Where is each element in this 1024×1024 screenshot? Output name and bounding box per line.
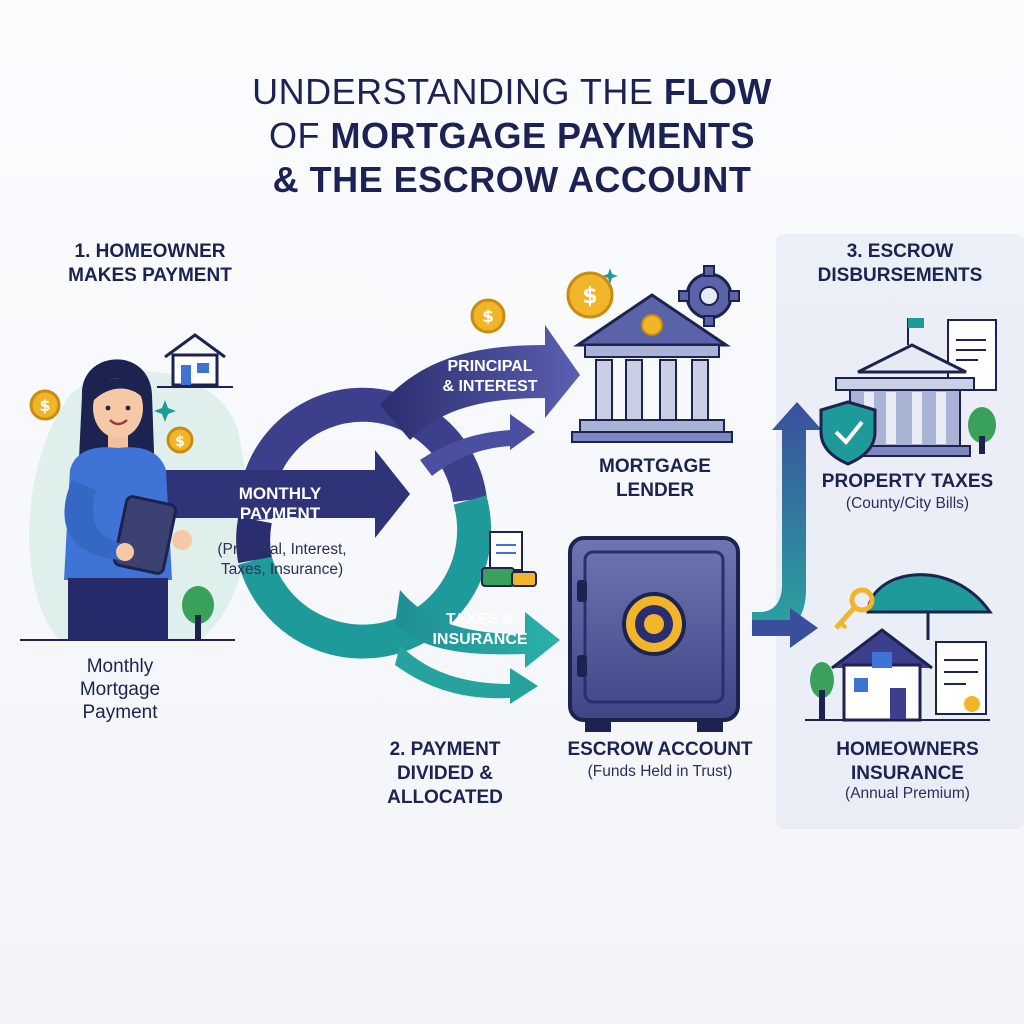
bank-icon: $ [566,271,733,443]
mortgage-lender-label: MORTGAGE LENDER [599,456,711,501]
principal-interest-label: PRINCIPAL & INTEREST [442,358,538,395]
escrow-to-insurance-arrow [752,608,818,648]
page-title: UNDERSTANDING THE FLOW OF MORTGAGE PAYME… [252,71,772,200]
svg-text:$: $ [582,284,597,309]
sparkle-icon [154,400,176,422]
gear-icon [678,265,740,327]
monthly-payment-arrow [160,450,410,538]
svg-text:$: $ [482,307,494,327]
homeowners-insurance-detail: (Annual Premium) [845,785,970,802]
escrow-account-label: ESCROW ACCOUNT [567,739,753,760]
homeowner-figure [64,359,192,640]
key-icon [834,587,875,630]
step-3-label: 3. ESCROW DISBURSEMENTS [817,241,983,286]
homeowners-insurance-label: HOMEOWNERS INSURANCE [836,739,979,784]
escrow-account-detail: (Funds Held in Trust) [587,763,733,780]
svg-text:$: $ [39,396,50,415]
escrow-to-taxes-arrow [752,402,822,636]
step-2-label: 2. PAYMENT DIVIDED & ALLOCATED [387,739,503,808]
property-taxes-label: PROPERTY TAXES [821,471,994,492]
principal-interest-arrow [380,325,580,440]
shield-check-icon [819,400,877,466]
monthly-payment-detail: (Principal, Interest, Taxes, Insurance) [217,541,347,578]
homeowner-caption: Monthly Mortgage Payment [79,656,161,723]
tree-icon [182,586,214,640]
document-icon [481,531,537,587]
taxes-insurance-arrow [395,590,560,668]
coin-icon: $ $ $ [29,298,506,454]
property-taxes-detail: (County/City Bills) [845,495,970,512]
insured-house-icon [805,628,990,722]
house-icon [157,333,233,388]
svg-text:$: $ [175,434,185,450]
taxes-insurance-label: TAXES & INSURANCE [432,611,528,648]
safe-icon [568,536,740,732]
monthly-payment-label: MONTHLY PAYMENT [238,484,322,523]
step-1-label: 1. HOMEOWNER MAKES PAYMENT [68,241,232,286]
